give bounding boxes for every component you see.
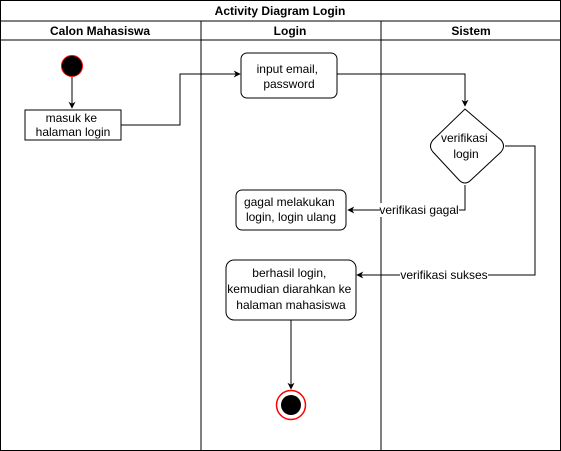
- diagram-title: Activity Diagram Login: [215, 4, 346, 18]
- action-berhasil-line-2: kemudian diarahkan ke: [227, 282, 351, 296]
- action-gagal-line-1: gagal melakukan: [244, 195, 335, 209]
- action-berhasil-label: berhasil login, kemudian diarahkan ke ha…: [227, 266, 354, 312]
- lane-header-sistem: Sistem: [451, 24, 490, 38]
- action-masuk-halaman-login: [24, 109, 122, 141]
- decision-verifikasi-line-1: verifikasi: [441, 131, 488, 145]
- edge-input-to-verifikasi: [337, 73, 469, 107]
- start-node: [61, 55, 83, 77]
- action-input-label: input email, password: [257, 62, 322, 91]
- lane-header-login: Login: [274, 24, 307, 38]
- action-masuk-line-2: halaman login: [36, 125, 111, 139]
- action-input-line-1: input email,: [257, 62, 318, 76]
- decision-verifikasi-line-2: login: [453, 147, 478, 161]
- end-node: [281, 395, 301, 415]
- action-gagal-login: [235, 189, 347, 231]
- action-masuk-label: masuk ke halaman login: [36, 111, 111, 139]
- action-input-email-password: [240, 52, 338, 99]
- decision-verifikasi-login: [430, 108, 504, 184]
- action-berhasil-line-1: berhasil login,: [252, 266, 326, 280]
- edge-label-verifikasi-gagal: verifikasi gagal: [379, 203, 458, 217]
- action-berhasil-line-3: halaman mahasiswa: [236, 298, 346, 312]
- edge-gagal-label-bg: [380, 203, 459, 217]
- decision-verifikasi-label: verifikasi login: [441, 131, 491, 161]
- lane-header-calon-mahasiswa: Calon Mahasiswa: [50, 24, 150, 38]
- edge-label-verifikasi-sukses: verifikasi sukses: [400, 268, 487, 282]
- edge-sukses-label-bg: [400, 268, 488, 282]
- action-input-line-2: password: [263, 77, 314, 91]
- edge-masuk-to-input: [121, 70, 241, 126]
- action-masuk-line-1: masuk ke: [46, 111, 98, 125]
- action-gagal-line-2: login, login ulang: [246, 210, 336, 224]
- action-gagal-label: gagal melakukan login, login ulang: [244, 195, 338, 224]
